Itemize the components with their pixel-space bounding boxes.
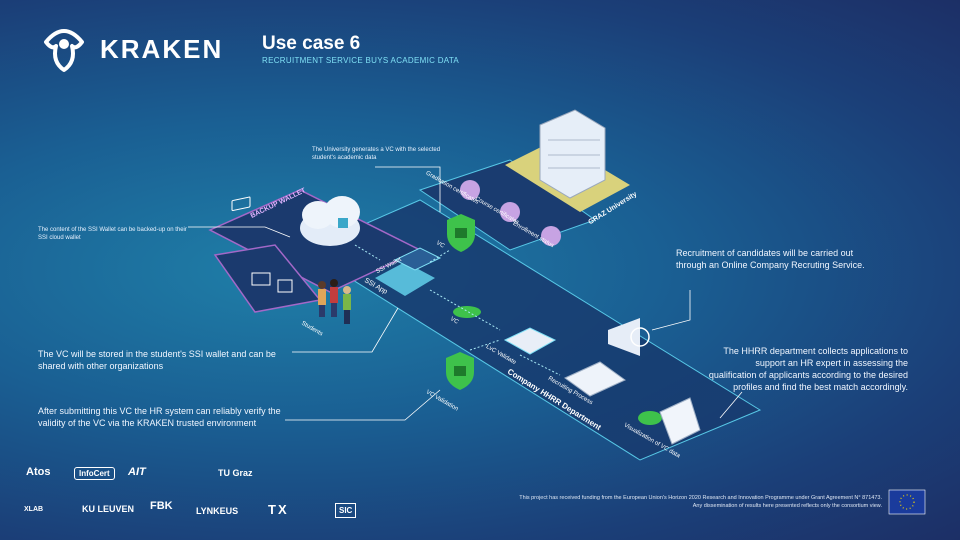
company-platform-border	[303, 199, 762, 461]
partner-tx: TX	[268, 502, 289, 517]
phone-icon	[277, 279, 293, 293]
partner-xlab: XLAB	[24, 506, 44, 513]
annotation-verify: After submitting this VC the HR system c…	[38, 406, 281, 428]
megaphone-icon	[608, 318, 650, 356]
partner-tugraz: TU Graz	[218, 468, 253, 478]
callout-lines	[188, 166, 743, 421]
partner-fbk: FBK	[150, 500, 173, 512]
brand-name: KRAKEN	[100, 34, 224, 64]
shield-icon-validation	[446, 352, 474, 390]
ssi-wallet-tile	[375, 262, 435, 296]
eu-flag-icon	[888, 489, 926, 515]
annotation-recruitment: Recruitment of candidates will be carrie…	[676, 248, 865, 270]
graduation-badge	[460, 180, 480, 200]
shield-icon-university	[447, 214, 475, 252]
university-building	[539, 109, 606, 199]
enrollment-badge	[541, 226, 561, 246]
partner-ait: AIT	[128, 466, 146, 478]
tablet-icon	[231, 196, 251, 212]
laptop-icon	[251, 272, 271, 286]
vc-pill-visualization	[638, 411, 662, 425]
partner-infocert: InfoCert	[74, 467, 115, 480]
partner-sic: SIC	[335, 503, 357, 518]
cv-document	[564, 361, 626, 397]
kraken-logo-icon	[44, 29, 84, 72]
ssi-wallet-card	[393, 247, 442, 271]
course-badge	[500, 202, 520, 222]
cloud-icon	[300, 196, 360, 246]
partner-kuleuven: KU LEUVEN	[82, 504, 135, 514]
partner-atos: Atos	[26, 466, 51, 478]
annotation-hhrr: The HHRR department collects application…	[708, 346, 908, 392]
file-stack	[659, 397, 701, 445]
page-subtitle: RECRUITMENT SERVICE BUYS ACADEMIC DATA	[262, 56, 460, 65]
annotation-university-vc: The University generates a VC with the s…	[312, 147, 441, 161]
funding-notice: This project has received funding from t…	[519, 495, 882, 509]
chip-icon	[503, 327, 557, 355]
annotation-store: The VC will be stored in the student's S…	[38, 349, 276, 371]
students-icon	[318, 279, 351, 324]
annotation-backup: The content of the SSI Wallet can be bac…	[38, 227, 187, 241]
partner-lynkeus: LYNKEUS	[196, 506, 239, 516]
vc-pill	[453, 306, 481, 318]
flow-arrows	[354, 244, 561, 376]
page-title: Use case 6	[262, 33, 361, 54]
